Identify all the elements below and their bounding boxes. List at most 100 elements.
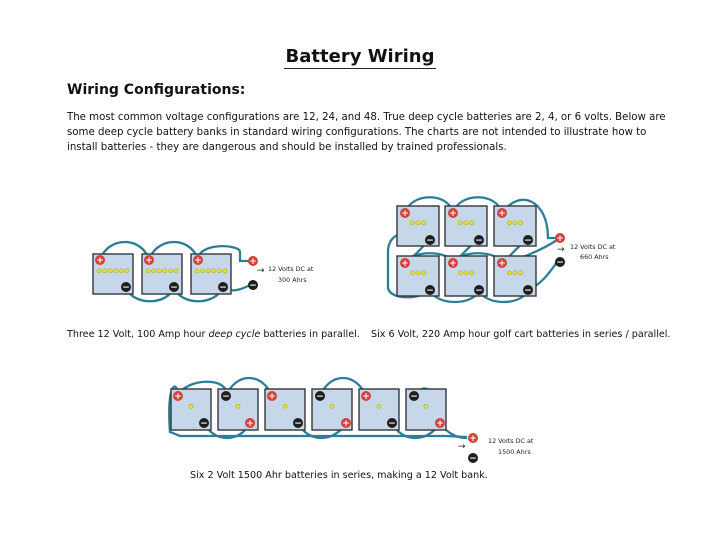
terminal-cap: [555, 257, 565, 267]
cell-indicator: [421, 220, 426, 226]
positive-terminal: +: [361, 391, 371, 402]
cell-indicator: [376, 403, 382, 409]
terminal-cap: [468, 433, 478, 443]
cell-indicator: [107, 268, 113, 274]
terminal-cap: [121, 282, 131, 292]
minus-sign: −: [388, 419, 396, 429]
minus-sign: −: [294, 419, 302, 429]
intro-paragraph: The most common voltage configurations a…: [67, 112, 666, 153]
plus-sign: +: [401, 209, 409, 219]
terminal-cap: [409, 391, 419, 401]
page-title: Battery Wiring: [283, 46, 437, 69]
cell-indicator: [162, 268, 168, 274]
negative-terminal: −: [221, 391, 231, 402]
series-parallel-output-line2: 660 Ahrs: [580, 253, 609, 261]
terminal-cap: [523, 235, 533, 245]
negative-terminal: −: [315, 391, 325, 402]
terminal-cap: [497, 208, 507, 218]
terminal-cap: [248, 280, 258, 290]
terminal-cap: [400, 208, 410, 218]
minus-sign: −: [426, 286, 434, 296]
minus-sign: −: [556, 258, 564, 268]
positive-terminal: +: [448, 258, 458, 269]
negative-terminal: −: [121, 282, 131, 293]
cell-indicator: [421, 270, 426, 276]
minus-sign: −: [475, 286, 483, 296]
plus-sign: +: [498, 209, 506, 219]
cell-indicator: [458, 220, 463, 226]
plus-sign: +: [268, 392, 276, 402]
cell-indicator: [200, 268, 205, 274]
terminal-cap: [523, 285, 533, 295]
cell-indicator: [423, 403, 429, 409]
cell-indicator: [512, 220, 518, 226]
minus-sign: −: [122, 283, 130, 293]
negative-terminal: −: [169, 282, 179, 293]
cell-indicator: [235, 403, 241, 409]
plus-sign: +: [145, 256, 153, 266]
positive-terminal: +: [448, 208, 458, 219]
cell-indicator: [507, 270, 512, 276]
negative-terminal: −: [474, 285, 484, 296]
positive-terminal: +: [248, 256, 258, 267]
minus-sign: −: [249, 281, 257, 291]
series-output-line2: 1500 Ahrs: [498, 448, 531, 456]
parallel-caption: Three 12 Volt, 100 Amp hour deep cycle b…: [67, 329, 360, 340]
arrow-icon: →: [557, 245, 565, 255]
terminal-cap: [315, 391, 325, 401]
terminal-cap: [199, 418, 209, 428]
terminal-cap: [245, 418, 255, 428]
cell-indicator: [469, 270, 474, 276]
plus-sign: +: [436, 419, 444, 429]
arrow-icon: →: [257, 266, 265, 276]
negative-terminal: −: [425, 235, 435, 246]
plus-sign: +: [194, 256, 202, 266]
cell-indicator: [205, 268, 211, 274]
parallel-output-line2: 300 Ahrs: [278, 276, 307, 284]
positive-terminal: +: [144, 255, 154, 266]
cell-indicator: [156, 268, 162, 274]
output-labels-layer: 12 Volts DC at 300 Ahrs 12 Volts DC at 6…: [268, 243, 616, 456]
negative-terminal: −: [474, 235, 484, 246]
terminal-cap: [497, 258, 507, 268]
terminal-cap: [248, 256, 258, 266]
terminal-cap: [193, 255, 203, 265]
cell-indicator: [282, 403, 288, 409]
terminal-cap: [425, 235, 435, 245]
positive-terminal: +: [245, 418, 255, 429]
cell-indicator: [415, 220, 421, 226]
terminal-cap: [425, 285, 435, 295]
plus-sign: +: [449, 209, 457, 219]
negative-terminal: −: [555, 257, 565, 268]
minus-sign: −: [219, 283, 227, 293]
cell-indicator: [463, 220, 469, 226]
cell-indicator: [512, 270, 518, 276]
positive-terminal: +: [497, 258, 507, 269]
terminal-cap: [468, 453, 478, 463]
positive-terminal: +: [95, 255, 105, 266]
terminal-cap: [218, 282, 228, 292]
cell-indicator: [458, 270, 463, 276]
terminal-cap: [474, 235, 484, 245]
positive-terminal: +: [267, 391, 277, 402]
positive-terminal: +: [468, 433, 478, 444]
terminal-cap: [221, 391, 231, 401]
series-parallel-caption: Six 6 Volt, 220 Amp hour golf cart batte…: [371, 329, 671, 340]
positive-terminal: +: [400, 258, 410, 269]
plus-sign: +: [96, 256, 104, 266]
series-output-line1: 12 Volts DC at: [488, 437, 534, 445]
terminal-cap: [144, 255, 154, 265]
terminal-cap: [95, 255, 105, 265]
negative-terminal: −: [199, 418, 209, 429]
cell-indicator: [329, 403, 335, 409]
batteries-layer: [92, 205, 537, 431]
terminal-cap: [361, 391, 371, 401]
plus-sign: +: [362, 392, 370, 402]
plus-sign: +: [249, 257, 257, 267]
minus-sign: −: [410, 392, 418, 402]
terminal-cap: [448, 258, 458, 268]
positive-terminal: +: [173, 391, 183, 402]
cell-indicator: [211, 268, 217, 274]
cell-indicator: [217, 268, 222, 274]
arrow-icon: →: [458, 442, 466, 452]
